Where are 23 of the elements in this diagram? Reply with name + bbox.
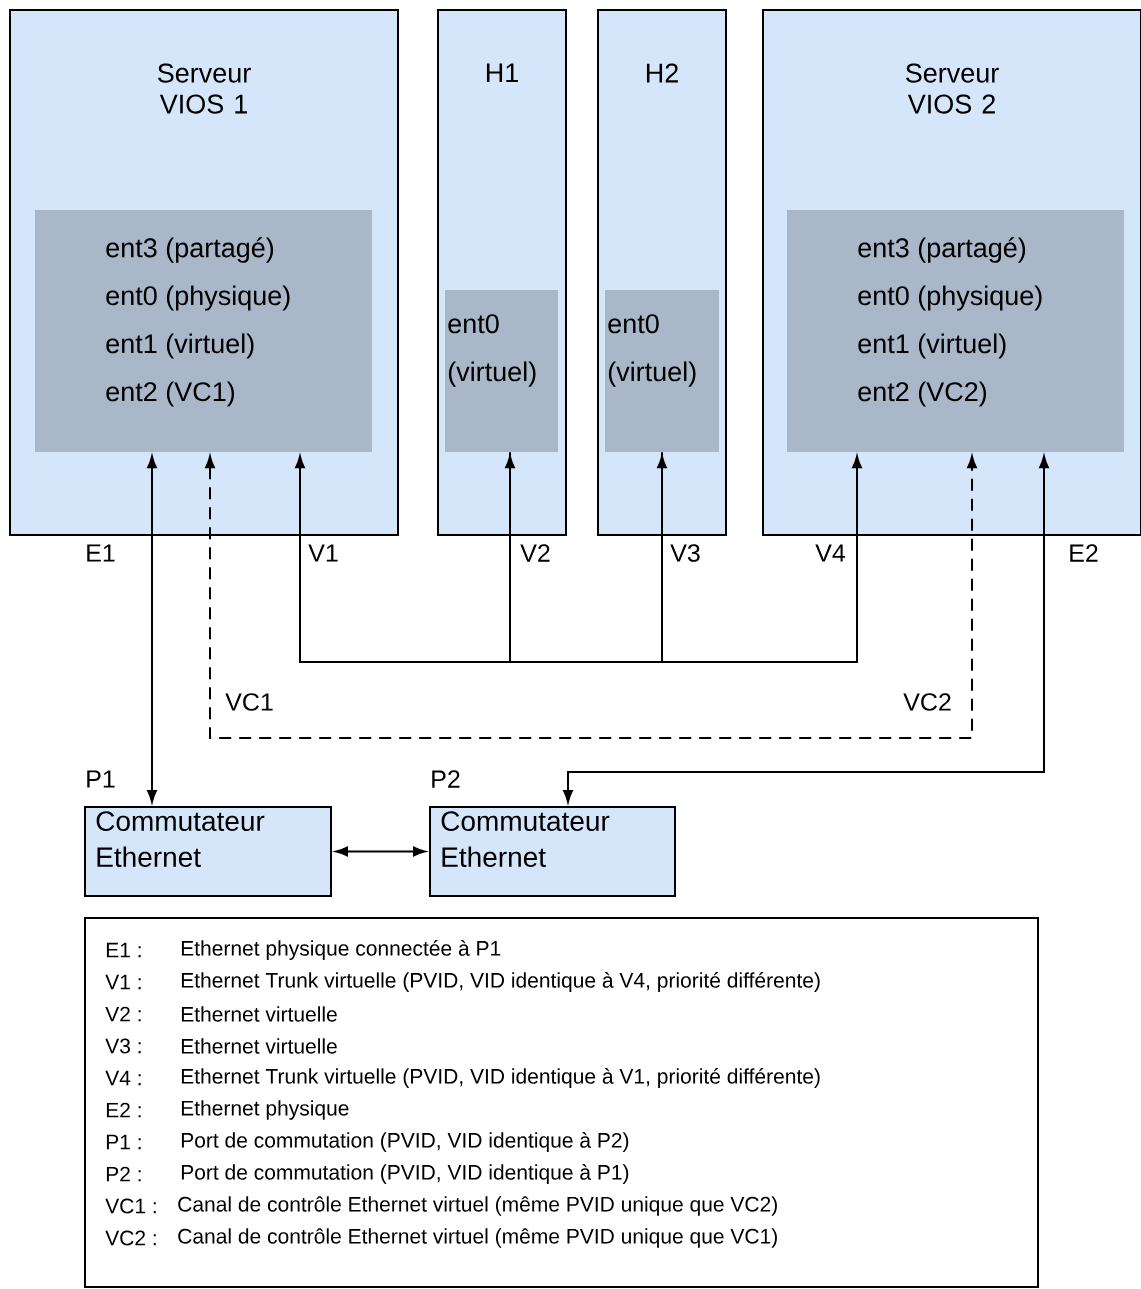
port-label: P1 — [87, 770, 115, 788]
port-label: P2 — [432, 770, 460, 788]
arrow — [147, 455, 157, 803]
adapter-box: ent3 (partagé) ent0 (physique) ent1 (virtuel) ent2 (VC2) — [787, 210, 1124, 452]
switch-box: Commutateur Ethernet — [84, 806, 332, 897]
arrow — [661, 451, 862, 663]
adapter-box: ent0 (virtuel) — [605, 290, 719, 452]
port-label: V1 — [308, 544, 338, 562]
port-label: E2 — [1070, 544, 1098, 562]
switch-box: Commutateur Ethernet — [429, 806, 676, 897]
port-label: VC1 — [225, 693, 273, 711]
legend-box: E1 : Ethernet physique connectée à P1 V1 : Ethernet Trunk virtuelle (PVID, VID identique à V4, priorité différente) V2 : Ethernet virtuelle V3 : Ethernet virtuelle V4 : Ethernet Trunk virtuelle (PVID, VID identique à V1, priorité différente) E2 : Ethernet physique P1 : Port de commutation (PVID, VID identique à P2) P2 : Port de commutation (PVID, VID identique à P1) VC1 : Canal de contrôle Ethernet virtuel (même PVID unique que VC2) VC2 : Canal de contrôle Ethernet virtuel (même PVID unique que VC1) — [84, 917, 1039, 1288]
arrow — [295, 455, 515, 663]
arrow — [509, 451, 667, 663]
port-label: V3 — [670, 544, 700, 562]
adapter-box: ent0 (virtuel) — [445, 290, 558, 452]
arrow — [563, 455, 1049, 803]
dashed-arrow — [205, 455, 977, 739]
adapter-box: ent3 (partagé) ent0 (physique) ent1 (virtuel) ent2 (VC1) — [35, 210, 372, 452]
port-label: V2 — [520, 544, 550, 562]
port-label: E1 — [87, 544, 115, 562]
port-label: VC2 — [903, 693, 951, 711]
port-label: V4 — [815, 544, 846, 562]
